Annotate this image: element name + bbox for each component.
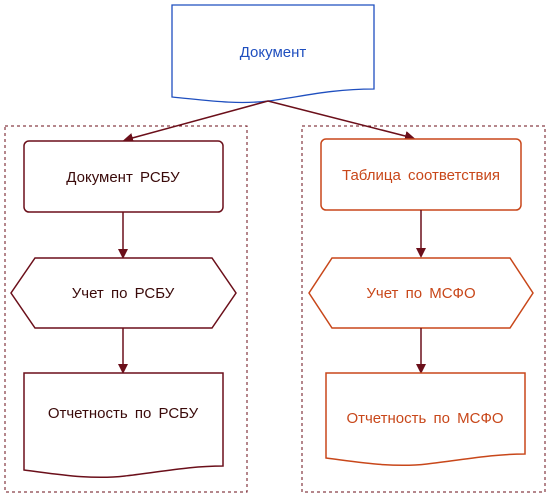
right-step1-label: Таблица соответствия bbox=[342, 167, 500, 184]
right-group-frame bbox=[301, 125, 546, 493]
top-document-label: Документ bbox=[240, 44, 307, 61]
left-step3-node: Отчетность по РСБУ bbox=[23, 372, 224, 479]
right-step2-hexagon bbox=[308, 257, 534, 329]
left-step3-document-shape bbox=[23, 372, 224, 479]
right-step3-document-shape bbox=[325, 372, 526, 467]
left-step2-node: Учет по РСБУ bbox=[10, 257, 237, 329]
left-step1-node: Документ РСБУ bbox=[23, 140, 224, 213]
left-step3-label: Отчетность по РСБУ bbox=[48, 405, 199, 422]
right-step3-label: Отчетность по МСФО bbox=[346, 410, 503, 427]
right-step1-node: Таблица соответствия bbox=[320, 138, 522, 211]
right-step2-label: Учет по МСФО bbox=[366, 285, 475, 302]
arrow-top-to-right bbox=[267, 100, 415, 141]
arrow-top-to-left bbox=[123, 100, 269, 143]
left-step2-label: Учет по РСБУ bbox=[72, 285, 175, 302]
right-step2-node: Учет по МСФО bbox=[308, 257, 534, 329]
right-step3-node: Отчетность по МСФО bbox=[325, 372, 526, 467]
left-step2-hexagon bbox=[10, 257, 237, 329]
left-step1-label: Документ РСБУ bbox=[66, 169, 180, 186]
left-group-frame bbox=[4, 125, 248, 493]
top-document-node: Документ bbox=[171, 4, 375, 104]
